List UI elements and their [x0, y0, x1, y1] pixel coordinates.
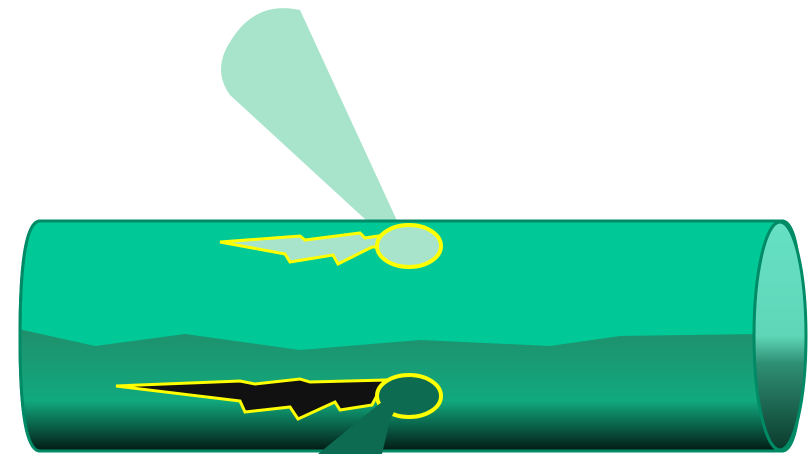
upper-beam: [221, 8, 405, 244]
cylinder-end-cap: [754, 222, 806, 450]
upper-target: [377, 225, 441, 267]
